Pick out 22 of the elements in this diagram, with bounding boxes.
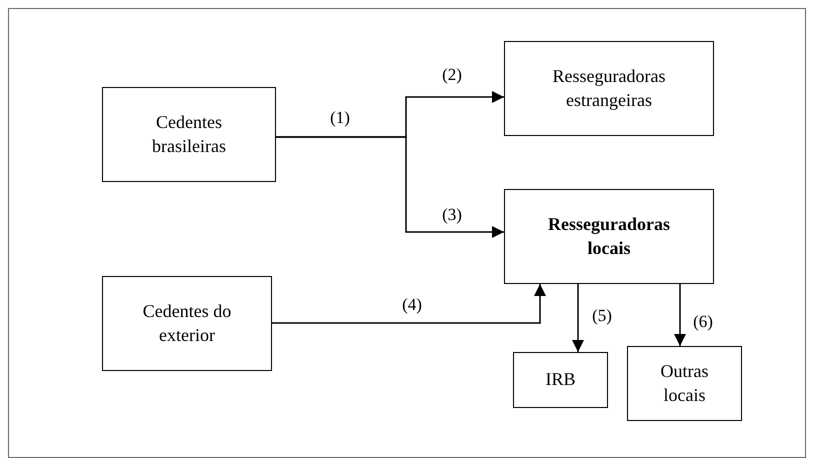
number-label: (1) [330,108,350,128]
box-label: Resseguradoras estrangeiras [552,65,666,112]
process-box [504,189,714,284]
process-box [102,87,276,182]
process-box [627,346,742,421]
edge-label: (5) [592,306,612,326]
edge-label: (6) [693,312,713,332]
box-label: Outras locais [660,360,708,406]
process-box [102,276,272,371]
arrow [272,284,546,324]
box-label: Cedentes do exterior [142,300,232,346]
box-label: IRB [546,368,576,392]
box-label: Cedentes brasileiras [151,111,227,158]
arrow [674,284,686,346]
arrow [572,284,584,352]
process-box [513,352,608,408]
box-label: Resseguradoras locais [547,213,671,260]
arrow [276,136,504,238]
edge-label: (3) [442,205,462,225]
edge-label: (4) [402,295,422,315]
process-box [504,41,714,136]
edge-label: (2) [442,65,462,85]
